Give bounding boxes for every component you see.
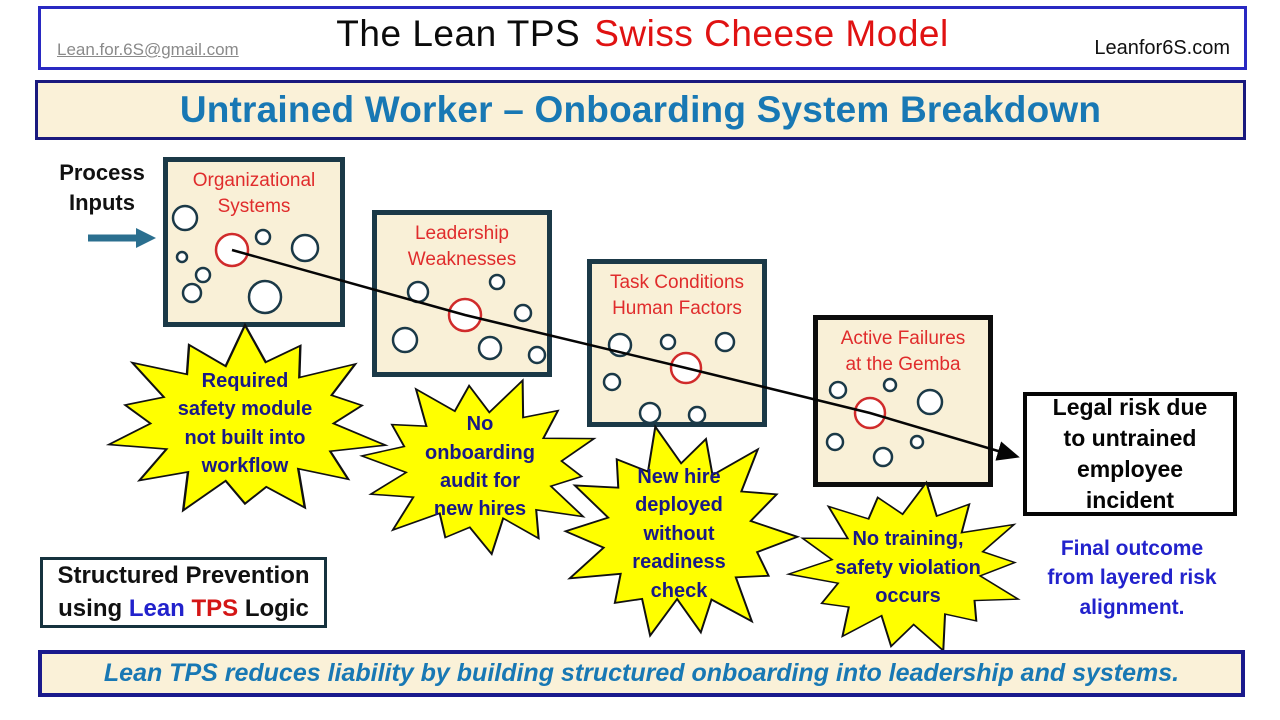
final-outcome-caption: Final outcome from layered risk alignmen… <box>1047 537 1217 619</box>
slice-label: Leadership Weaknesses <box>407 223 517 270</box>
legal-risk-text: Legal risk due to untrained employee inc… <box>1052 393 1208 514</box>
cheese-slice-organizational-systems: Organizational Systems <box>163 157 345 327</box>
slide-title-bar: Untrained Worker – Onboarding System Bre… <box>35 80 1246 140</box>
legal-risk-outcome-box: Legal risk due to untrained employee inc… <box>1023 392 1237 516</box>
burst-text: No onboarding audit for new hires <box>425 413 535 521</box>
cheese-slice-active-failures: Active Failures at the Gemba <box>813 315 993 487</box>
website-label: Leanfor6S.com <box>1094 37 1230 59</box>
process-inputs-label: Process Inputs <box>59 160 145 215</box>
header-title-black: The Lean TPS <box>336 13 581 54</box>
burst-required-safety-module: Required safety module not built into wo… <box>95 322 395 525</box>
slice-label: Active Failures at the Gemba <box>840 328 966 375</box>
prevention-lean: Lean <box>128 594 185 622</box>
failure-hole <box>447 297 483 333</box>
slide-title: Untrained Worker – Onboarding System Bre… <box>179 89 1102 130</box>
structured-prevention-box: Structured Prevention using Lean TPS Log… <box>40 557 327 628</box>
footer-message: Lean TPS reduces liability by building s… <box>103 659 1180 687</box>
burst-new-hire-deployed: New hire deployed without readiness chec… <box>553 420 805 648</box>
cheese-slice-leadership-weaknesses: Leadership Weaknesses <box>372 210 552 377</box>
prevention-using: using <box>58 594 123 622</box>
slice-label: Task Conditions Human Factors <box>609 272 745 319</box>
burst-no-training-violation: No training, safety violation occurs <box>782 478 1034 658</box>
failure-hole <box>853 396 887 430</box>
starburst-shape <box>785 480 1021 653</box>
burst-text: New hire deployed without readiness chec… <box>632 466 726 602</box>
slice-label: Organizational Systems <box>192 170 316 217</box>
prevention-logic: Logic <box>244 594 309 622</box>
failure-hole <box>214 232 250 268</box>
prevention-line2: using Lean TPS Logic <box>58 593 309 625</box>
header-title: The Lean TPS Swiss Cheese Model <box>41 13 1244 55</box>
burst-text: No training, safety violation occurs <box>835 528 981 608</box>
email-link[interactable]: Lean.for.6S@gmail.com <box>57 40 239 59</box>
header-bar: Lean.for.6S@gmail.com The Lean TPS Swiss … <box>38 6 1247 70</box>
process-inputs-arrow-icon <box>88 228 156 248</box>
prevention-tps: TPS <box>191 594 239 622</box>
prevention-line1: Structured Prevention <box>57 562 310 590</box>
burst-text: Required safety module not built into wo… <box>177 369 313 477</box>
failure-hole <box>669 351 703 385</box>
cheese-slice-task-conditions: Task Conditions Human Factors <box>587 259 767 427</box>
footer-bar: Lean TPS reduces liability by building s… <box>38 650 1245 697</box>
header-title-red: Swiss Cheese Model <box>594 13 949 54</box>
